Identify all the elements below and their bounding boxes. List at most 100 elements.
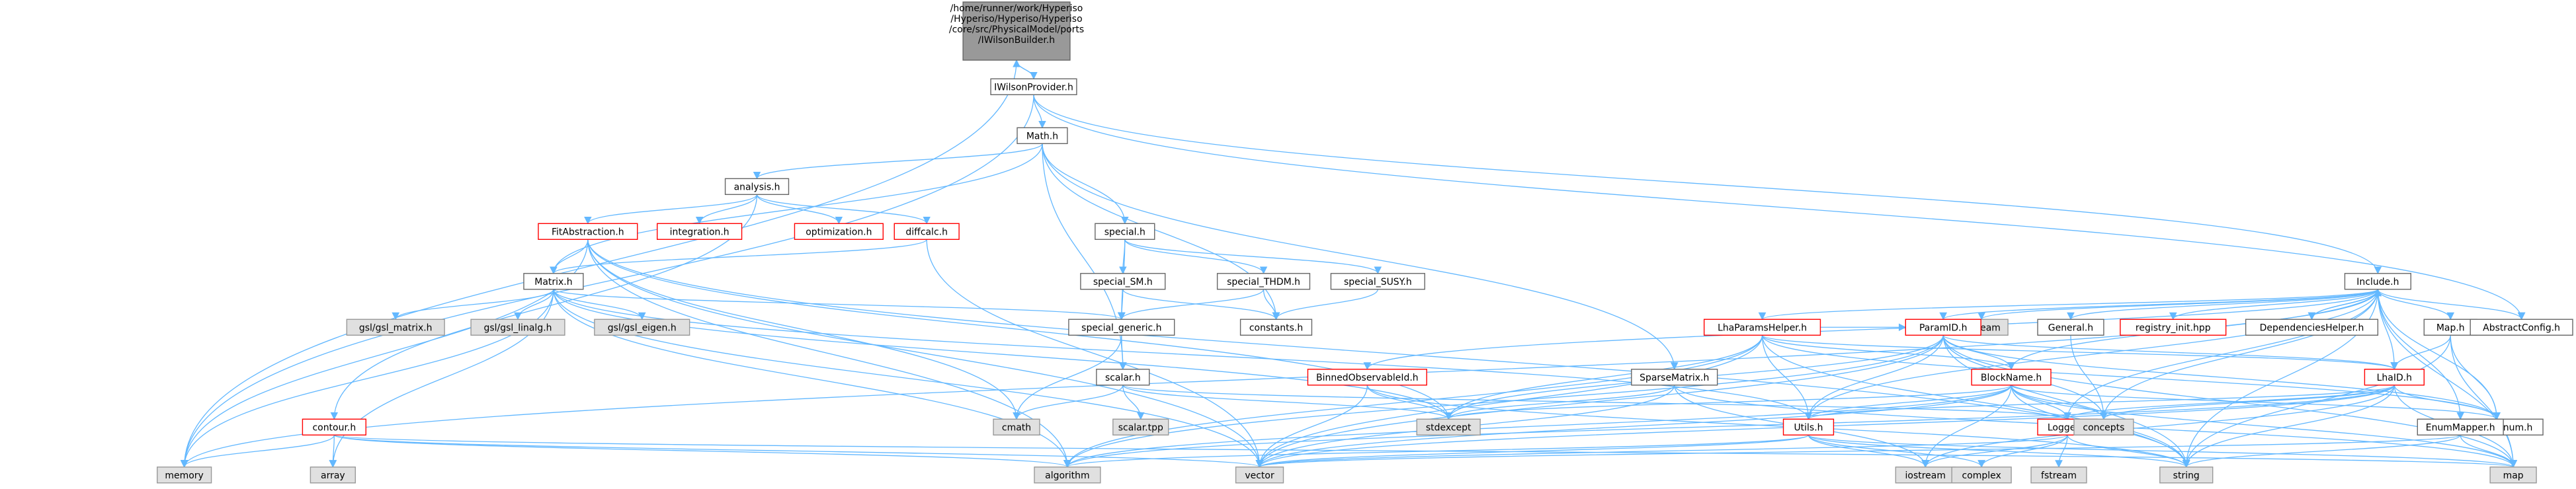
edge-paramid-to-algorithm — [1063, 335, 1944, 468]
edge-lhaid-to-utils — [1805, 385, 2395, 420]
node-special_generic[interactable]: special_generic.h — [1068, 319, 1175, 336]
node-lhaparamshelper[interactable]: LhaParamsHelper.h — [1703, 319, 1821, 336]
node-label-utils: Utils.h — [1794, 422, 1823, 433]
root-label-line: /core/src/PhysicalModel/ports — [949, 24, 1084, 35]
edge-special_sm-to-constants — [1122, 289, 1280, 320]
node-fstream[interactable]: fstream — [2030, 467, 2087, 484]
edge-math-to-sparsematrix — [1042, 143, 1679, 370]
node-box-memory — [156, 467, 212, 484]
node-string[interactable]: string — [2159, 467, 2214, 484]
node-paramid[interactable]: ParamID.h — [1905, 319, 1981, 336]
node-memory[interactable]: memory — [156, 467, 212, 484]
edge-mapn-to-string — [2182, 335, 2451, 468]
node-abstractconfig[interactable]: AbstractConfig.h — [2470, 319, 2573, 336]
node-iwilsonprovider[interactable]: IWilsonProvider.h — [990, 78, 1077, 96]
node-contour[interactable]: contour.h — [302, 418, 366, 435]
node-iostream[interactable]: iostream — [1895, 467, 1956, 484]
edge-lhaparamshelper-to-string — [1761, 335, 2190, 468]
node-root[interactable]: /home/runner/work/Hyperiso/Hyperiso/Hype… — [949, 1, 1084, 61]
node-registry_init[interactable]: registry_init.hpp — [2120, 319, 2227, 336]
node-label-concepts: concepts — [2083, 422, 2124, 433]
edge-binnedobservableid-to-vector — [1255, 385, 1368, 468]
node-fitabstraction[interactable]: FitAbstraction.h — [538, 223, 638, 240]
edge-blockname-to-iostream — [1921, 385, 2012, 468]
edge-mapn-to-generalenum — [2450, 335, 2501, 420]
root-label-line: /home/runner/work/Hyperiso — [950, 3, 1083, 14]
node-concepts[interactable]: concepts — [2073, 418, 2134, 435]
node-box-fstream — [2030, 467, 2087, 484]
node-box-optimization — [794, 223, 884, 240]
node-box-include — [2344, 273, 2412, 290]
edge-scalar-to-stdexcept — [1122, 385, 1452, 420]
node-analysis[interactable]: analysis.h — [724, 178, 790, 196]
node-algorithm[interactable]: algorithm — [1034, 467, 1101, 484]
node-label-integration: integration.h — [670, 227, 729, 237]
node-include[interactable]: Include.h — [2344, 273, 2412, 290]
edge-matrix-to-special_generic — [553, 289, 1126, 320]
node-box-stdexcept — [1416, 418, 1481, 435]
edge-matrix-to-utils — [553, 289, 1813, 420]
node-blockname[interactable]: BlockName.h — [1971, 369, 2052, 386]
node-box-gsl_matrix — [346, 319, 445, 336]
node-mapn[interactable]: Map.h — [2423, 319, 2477, 336]
node-gsl_linalg[interactable]: gsl/gsl_linalg.h — [470, 319, 565, 336]
node-label-stdexcept: stdexcept — [1426, 422, 1472, 433]
node-constants[interactable]: constants.h — [1239, 319, 1313, 336]
node-cmath[interactable]: cmath — [993, 418, 1040, 435]
node-gsl_matrix[interactable]: gsl/gsl_matrix.h — [346, 319, 445, 336]
node-label-lhaparamshelper: LhaParamsHelper.h — [1718, 322, 1807, 333]
node-label-blockname: BlockName.h — [1981, 373, 2042, 383]
node-special_susy[interactable]: special_SUSY.h — [1330, 273, 1425, 290]
node-integration[interactable]: integration.h — [657, 223, 743, 240]
node-scalar[interactable]: scalar.h — [1096, 369, 1150, 386]
node-label-gsl_linalg: gsl/gsl_linalg.h — [483, 322, 552, 333]
node-math[interactable]: Math.h — [1017, 127, 1068, 145]
edge-blockname-to-algorithm — [1063, 385, 2012, 468]
node-matrix[interactable]: Matrix.h — [523, 273, 584, 290]
node-gsl_eigen[interactable]: gsl/gsl_eigen.h — [594, 319, 690, 336]
node-label-scalar_tpp: scalar.tpp — [1118, 422, 1163, 433]
dependency-nodes: /home/runner/work/Hyperiso/Hyperiso/Hype… — [156, 1, 2573, 484]
edge-contour-to-algorithm — [333, 434, 1071, 468]
edge-blockname-to-stdexcept — [1444, 385, 2012, 420]
node-utils[interactable]: Utils.h — [1782, 418, 1835, 435]
node-binnedobservableid[interactable]: BinnedObservableId.h — [1307, 369, 1427, 386]
node-special_sm[interactable]: special_SM.h — [1080, 273, 1166, 290]
node-label-gsl_eigen: gsl/gsl_eigen.h — [608, 322, 677, 333]
edge-special_susy-to-constants — [1272, 289, 1378, 320]
node-label-special_sm: special_SM.h — [1093, 277, 1153, 287]
node-scalar_tpp[interactable]: scalar.tpp — [1112, 418, 1169, 435]
node-enummapper[interactable]: EnumMapper.h — [2417, 418, 2504, 435]
node-sparsematrix[interactable]: SparseMatrix.h — [1631, 369, 1718, 386]
node-general[interactable]: General.h — [2037, 319, 2104, 336]
node-optimization[interactable]: optimization.h — [794, 223, 884, 240]
edge-fitabstraction-to-vector — [587, 239, 1264, 468]
node-box-sparsematrix — [1631, 369, 1718, 386]
node-complex[interactable]: complex — [1951, 467, 2012, 484]
edge-special-to-special_susy — [1124, 239, 1382, 274]
node-label-sparsematrix: SparseMatrix.h — [1640, 373, 1709, 383]
edge-include-to-dependencieshelper — [2307, 289, 2379, 320]
node-lhaid[interactable]: LhaID.h — [2364, 369, 2425, 386]
node-box-binnedobservableid — [1307, 369, 1427, 386]
edge-include-to-enummapper — [2377, 289, 2465, 420]
node-array[interactable]: array — [310, 467, 356, 484]
node-diffcalc[interactable]: diffcalc.h — [893, 223, 960, 240]
edge-lhaid-to-string — [2182, 385, 2395, 468]
node-special_thdm[interactable]: special_THDM.h — [1216, 273, 1311, 290]
edge-math-to-matrix — [550, 143, 1043, 274]
edge-iwilsonprovider-to-memory — [180, 94, 1034, 468]
edge-sparsematrix-to-stdexcept — [1444, 385, 1675, 420]
edge-lhaid-to-iostream — [1921, 385, 2395, 468]
node-map[interactable]: map — [2489, 467, 2537, 484]
node-dependencieshelper[interactable]: DependenciesHelper.h — [2245, 319, 2379, 336]
node-vector[interactable]: vector — [1235, 467, 1284, 484]
node-stdexcept[interactable]: stdexcept — [1416, 418, 1481, 435]
edge-matrix-to-gsl_eigen — [553, 289, 646, 320]
node-box-root — [962, 1, 1071, 61]
node-special[interactable]: special.h — [1095, 223, 1155, 240]
edge-utils-to-complex — [1807, 435, 1985, 468]
node-box-math — [1017, 127, 1068, 145]
node-box-array — [310, 467, 356, 484]
